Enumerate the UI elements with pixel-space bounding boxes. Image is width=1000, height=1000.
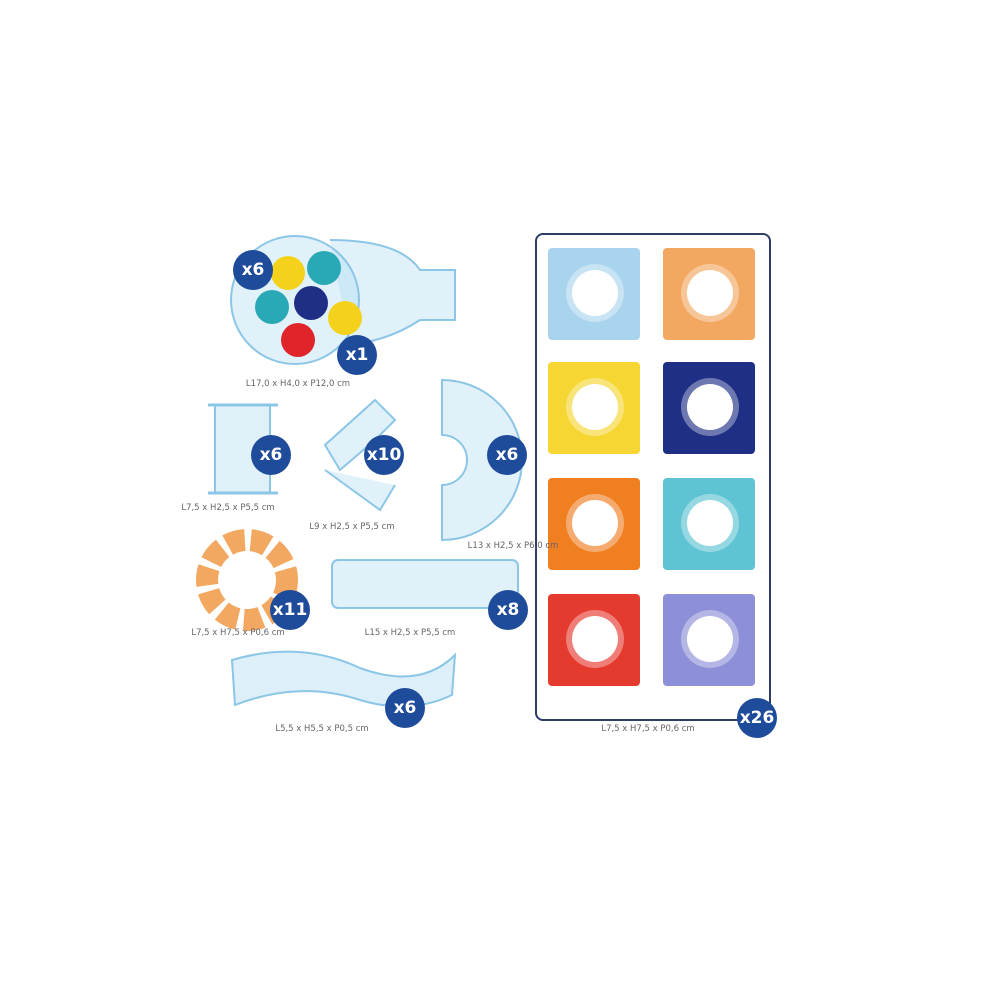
count-badge: x6: [385, 688, 425, 728]
dimension-label: L13 x H2,5 x P6,0 cm: [467, 541, 559, 551]
count-badge: x11: [270, 590, 310, 630]
dimension-label: L9 x H2,5 x P5,5 cm: [309, 522, 395, 532]
tile-light-blue: [548, 248, 640, 340]
dimension-label: L5,5 x H5,5 x P0,5 cm: [275, 724, 369, 734]
count-badge: x6: [487, 435, 527, 475]
dimension-label: L17,0 x H4,0 x P12,0 cm: [245, 379, 351, 389]
tile-lavender: [663, 594, 755, 686]
curve-piece: [323, 398, 397, 512]
count-badge: x6: [233, 250, 273, 290]
half-circle-piece: [441, 378, 523, 542]
tile-orange: [663, 248, 755, 340]
tile-yellow: [548, 362, 640, 454]
tile-red: [548, 594, 640, 686]
count-badge: x1: [337, 335, 377, 375]
tile-teal: [663, 478, 755, 570]
dimension-label: L15 x H2,5 x P5,5 cm: [364, 628, 456, 638]
dimension-label: L7,5 x H7,5 x P0,6 cm: [601, 724, 695, 734]
dimension-label: L7,5 x H7,5 x P0,6 cm: [191, 628, 285, 638]
dimension-label: L7,5 x H2,5 x P5,5 cm: [181, 503, 275, 513]
long-tube-piece: [331, 559, 519, 609]
balls: [255, 251, 362, 357]
tiles-frame: [535, 233, 771, 721]
count-badge: x26: [737, 698, 777, 738]
gear-piece: [196, 529, 298, 631]
tile-dark-orange: [548, 478, 640, 570]
count-badge: x8: [488, 590, 528, 630]
tile-navy: [663, 362, 755, 454]
count-badge: x10: [364, 435, 404, 475]
count-badge: x6: [251, 435, 291, 475]
